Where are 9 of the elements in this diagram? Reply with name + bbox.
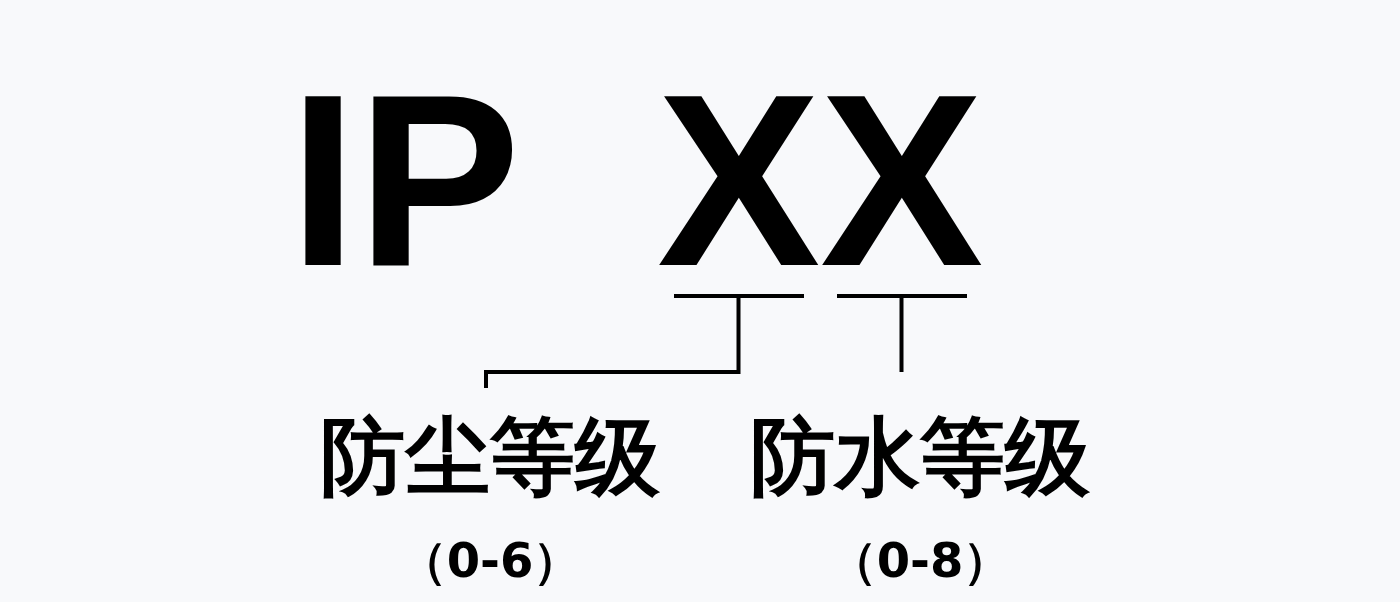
underlined-letter: X <box>820 93 983 298</box>
rating-range: （0-6） <box>398 531 582 590</box>
underlined-letter: X <box>657 93 820 298</box>
rating-range: （0-8） <box>828 531 1012 590</box>
code-prefix: IP <box>289 93 521 268</box>
rating-heading: 防尘等级 <box>320 412 660 502</box>
rating-heading: 防水等级 <box>750 412 1090 502</box>
leader-line <box>484 298 741 388</box>
leader-line <box>899 298 904 372</box>
